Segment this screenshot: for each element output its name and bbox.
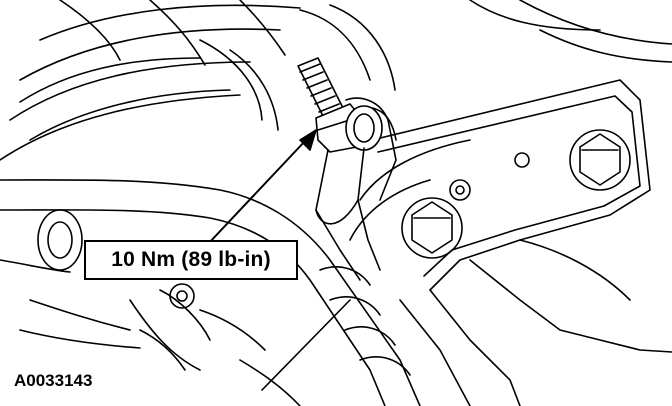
bolt-head-right: [569, 129, 631, 191]
left-pipe-end: [0, 209, 83, 273]
torque-spec-label: 10 Nm (89 lb-in): [111, 248, 271, 271]
bracket-bolts: [401, 129, 631, 259]
figure-id-label: A0033143: [14, 371, 93, 390]
small-fastener-right: [514, 152, 530, 168]
background-contours: [0, 0, 672, 161]
lower-left-bracket: [19, 283, 301, 406]
small-fastener-upper: [449, 179, 471, 201]
torque-callout: 10 Nm (89 lb-in): [84, 240, 298, 280]
subframe-bracket: [349, 79, 672, 406]
leader-arrow: [207, 129, 317, 245]
threaded-stud: [297, 57, 383, 153]
bolt-head-left: [401, 197, 463, 259]
stabilizer-link: [315, 97, 397, 281]
lower-leader-line: [261, 299, 351, 391]
